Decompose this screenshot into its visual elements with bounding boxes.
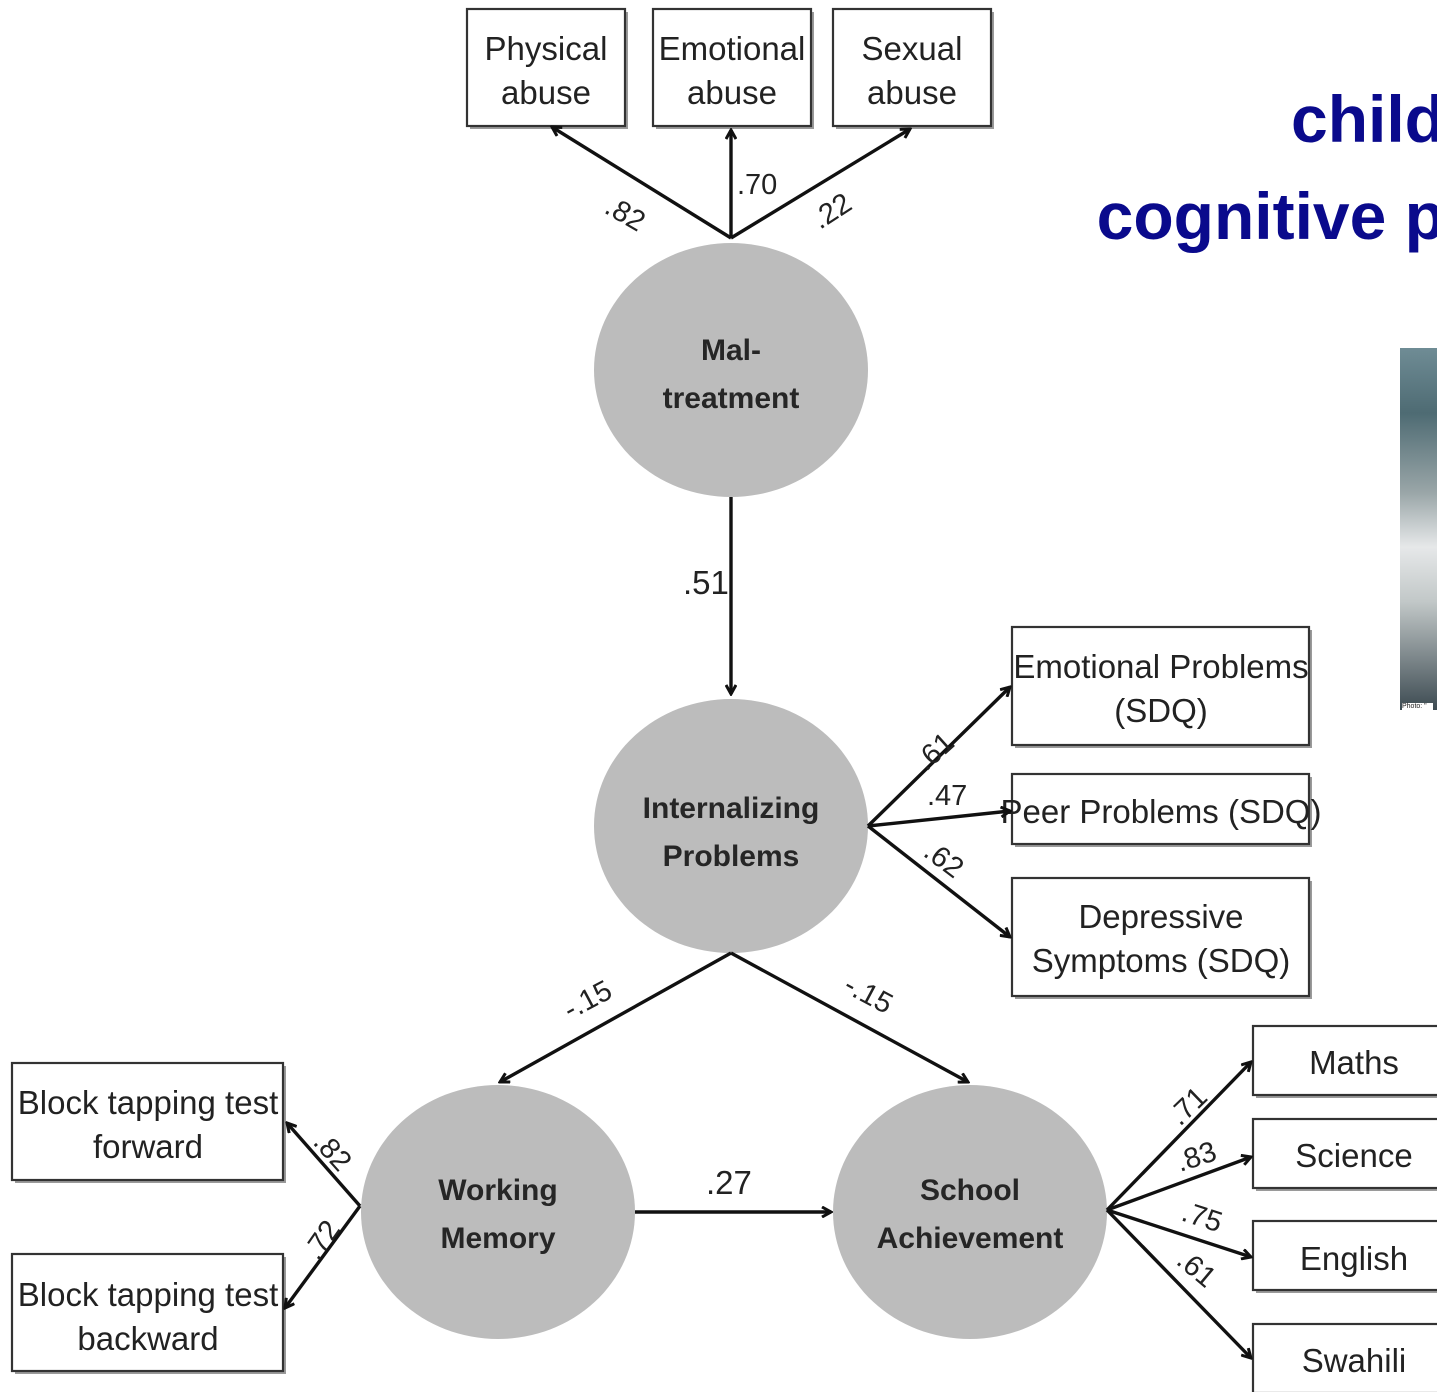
box-depressive-symptoms: Depressive Symptoms (SDQ)	[1010, 876, 1312, 999]
box-emotional-abuse-line-1: Emotional	[659, 30, 806, 67]
box-emotional-abuse-line-2: abuse	[687, 74, 777, 111]
path-maltreatment-physical	[552, 127, 732, 240]
coef-maths: .71	[1163, 1081, 1214, 1132]
box-peer-problems: Peer Problems (SDQ)	[1001, 772, 1322, 847]
path-internalizing-peer-problems	[867, 811, 1010, 828]
latent-working-memory-line-2: Memory	[440, 1222, 555, 1255]
coef-english: .75	[1178, 1196, 1226, 1239]
box-sexual-abuse-line-2: abuse	[867, 74, 957, 111]
path-working-memory-backward	[285, 1204, 362, 1308]
path-school-science	[1106, 1157, 1251, 1212]
box-block-tapping-backward: Block tapping test backward	[10, 1252, 286, 1374]
coef-internalizing-school: -.15	[839, 969, 898, 1021]
coef-block-forward: .82	[307, 1126, 358, 1177]
path-maltreatment-sexual	[730, 129, 910, 240]
box-physical-abuse-line-1: Physical	[485, 30, 608, 67]
coef-depressive: .62	[918, 835, 969, 885]
box-maths-label: Maths	[1309, 1044, 1399, 1081]
photo-caption: Photo: "	[1402, 703, 1433, 710]
coef-peer-problems: .47	[927, 780, 967, 812]
latent-school-achievement: School Achievement	[833, 1085, 1107, 1339]
latent-school-line-1: School	[920, 1174, 1020, 1207]
box-english: English	[1251, 1219, 1437, 1293]
box-block-tapping-forward: Block tapping test forward	[10, 1061, 286, 1183]
latent-working-memory-line-1: Working	[438, 1174, 557, 1207]
latent-internalizing-problems: Internalizing Problems	[594, 699, 868, 953]
latent-maltreatment-line-2: treatment	[663, 382, 800, 415]
coef-block-backward: .72	[298, 1215, 347, 1266]
path-school-english	[1106, 1208, 1251, 1257]
latent-maltreatment-line-1: Mal-	[701, 334, 761, 367]
coef-emotional-problems: .61	[909, 726, 960, 777]
slide-title-line-2: cognitive p	[1096, 179, 1437, 253]
child-photo: Photo: "	[1400, 348, 1437, 710]
path-internalizing-emotional-problems	[866, 687, 1010, 828]
path-internalizing-working-memory	[500, 951, 732, 1082]
box-emotional-problems-line-1: Emotional Problems	[1013, 648, 1308, 685]
box-depressive-symptoms-line-2: Symptoms (SDQ)	[1032, 942, 1291, 979]
slide-title-line-1: child	[1290, 82, 1437, 156]
coef-internalizing-working-memory: -.15	[558, 974, 617, 1026]
box-swahili: Swahili	[1251, 1322, 1437, 1392]
box-english-label: English	[1300, 1240, 1408, 1277]
coef-maltreatment-internalizing: .51	[683, 564, 729, 601]
box-science: Science	[1251, 1117, 1437, 1191]
path-working-memory-forward	[287, 1123, 362, 1208]
path-school-maths	[1105, 1062, 1251, 1212]
latent-internalizing-line-1: Internalizing	[643, 792, 820, 825]
box-block-tapping-backward-line-1: Block tapping test	[18, 1276, 279, 1313]
box-emotional-problems-line-2: (SDQ)	[1114, 692, 1208, 729]
coef-physical: .82	[600, 190, 651, 238]
latent-maltreatment: Mal- treatment	[594, 243, 868, 497]
path-internalizing-depressive	[866, 824, 1010, 937]
box-emotional-problems: Emotional Problems (SDQ)	[1010, 625, 1312, 748]
latent-school-line-2: Achievement	[877, 1222, 1064, 1255]
box-emotional-abuse: Emotional abuse	[651, 7, 814, 129]
box-peer-problems-line-1: Peer Problems (SDQ)	[1001, 793, 1322, 830]
latent-internalizing-line-2: Problems	[663, 840, 800, 873]
coef-sexual: .22	[806, 187, 857, 236]
coef-working-memory-school: .27	[706, 1164, 752, 1201]
box-sexual-abuse: Sexual abuse	[831, 7, 994, 129]
box-block-tapping-backward-line-2: backward	[77, 1320, 218, 1357]
box-block-tapping-forward-line-2: forward	[93, 1128, 203, 1165]
box-sexual-abuse-line-1: Sexual	[862, 30, 963, 67]
box-swahili-label: Swahili	[1302, 1342, 1407, 1379]
box-maths: Maths	[1251, 1024, 1437, 1098]
coef-swahili: .61	[1171, 1244, 1222, 1294]
box-block-tapping-forward-line-1: Block tapping test	[18, 1084, 279, 1121]
box-physical-abuse-line-2: abuse	[501, 74, 591, 111]
latent-working-memory: Working Memory	[361, 1085, 635, 1339]
path-school-swahili	[1105, 1208, 1251, 1358]
coef-emotional: .70	[737, 169, 777, 201]
path-internalizing-school	[730, 951, 968, 1082]
box-depressive-symptoms-line-1: Depressive	[1078, 898, 1243, 935]
box-physical-abuse: Physical abuse	[465, 7, 628, 129]
box-science-label: Science	[1295, 1137, 1412, 1174]
